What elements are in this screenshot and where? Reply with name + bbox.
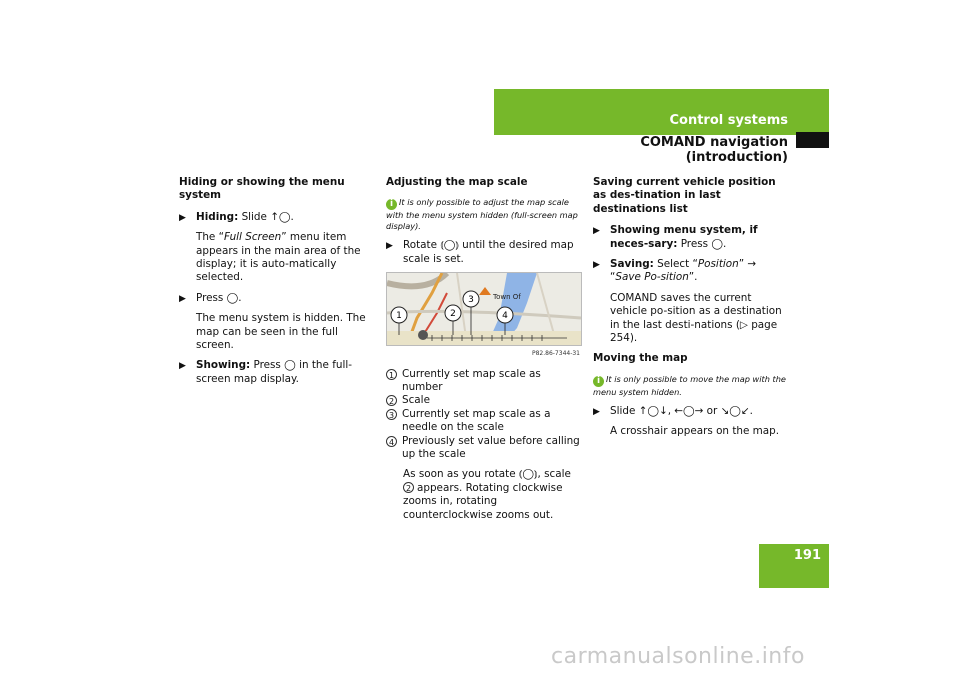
show-menu-label: Showing menu system, if neces-sary: <box>610 224 758 250</box>
fullscreen-term: Full Screen <box>224 231 282 244</box>
bullet-arrow-icon: ▶ <box>179 293 186 304</box>
hiding-text: Slide ↑◯. <box>241 210 294 223</box>
show-menu-text: Press ◯. <box>680 237 727 250</box>
slide-text: Slide ↑◯↓, ←◯→ or ↘◯↙. <box>610 404 753 417</box>
showing-text: Press ◯ in the full-screen map display. <box>196 359 352 385</box>
page-number: 191 <box>793 548 821 563</box>
bullet-press: ▶ Press ◯. <box>179 292 375 305</box>
map-town-label: Town Of <box>492 293 521 301</box>
saving-label: Saving: <box>610 258 654 271</box>
figure-id: P82.86-7344-31 <box>531 350 580 358</box>
callout-1 <box>390 306 408 324</box>
callout-4 <box>496 306 514 324</box>
map-scale-figure: 1 2 3 4 Town Of <box>386 272 582 347</box>
svg-text:1: 1 <box>396 311 402 321</box>
heading-map-scale: Adjusting the map scale <box>386 176 528 188</box>
bullet-saving: ▶ Saving: Select “Position” → “Save Po-s… <box>593 258 757 284</box>
rotate-text: Rotate ⦅◯⦆ until the desired map scale i… <box>403 239 574 265</box>
callout-3 <box>462 290 480 308</box>
bullet-arrow-icon: ▶ <box>179 212 186 223</box>
hidden-note: The menu system is hidden. The map can b… <box>196 312 366 352</box>
column-1: Hiding or showing the menu system ▶ Hidi… <box>179 176 375 386</box>
svg-text:3: 3 <box>468 295 474 305</box>
callout-number: 2 <box>386 395 397 407</box>
bullet-slide: ▶ Slide ↑◯↓, ←◯→ or ↘◯↙. <box>593 405 789 418</box>
bullet-showing: ▶ Showing: Press ◯ in the full-screen ma… <box>179 359 375 386</box>
comand-note: COMAND saves the current vehicle po-siti… <box>610 291 782 345</box>
callout-number: 2 <box>403 481 414 493</box>
heading-save-position: Saving current vehicle position as des-t… <box>593 176 776 215</box>
header-marker <box>796 132 829 148</box>
callout-2 <box>444 304 462 322</box>
section-header-bar: Control systems <box>494 89 829 135</box>
position-term: Position <box>697 258 739 271</box>
watermark: carmanualsonline.info <box>551 644 805 669</box>
page-number-box: 191 <box>759 544 829 588</box>
bullet-rotate: ▶ Rotate ⦅◯⦆ until the desired map scale… <box>386 239 582 266</box>
callout-number: 4 <box>386 435 397 447</box>
save-position-term: Save Po-sition <box>615 271 689 284</box>
callout-lines <box>398 307 506 336</box>
bullet-arrow-icon: ▶ <box>386 241 393 252</box>
press-text: Press ◯. <box>196 291 242 304</box>
column-3: Saving current vehicle position as des-t… <box>593 176 789 439</box>
info-icon: i <box>386 199 397 211</box>
bullet-arrow-icon: ▶ <box>179 361 186 372</box>
subsection-title: COMAND navigation (introduction) <box>640 135 788 165</box>
fullscreen-note: The “Full Screen” menu item appears in t… <box>196 231 361 284</box>
svg-text:2: 2 <box>450 309 456 319</box>
hiding-label: Hiding: <box>196 210 239 223</box>
crosshair-note: A crosshair appears on the map. <box>610 425 780 438</box>
svg-text:4: 4 <box>502 311 508 321</box>
callout-number: 1 <box>386 368 397 380</box>
section-title: Control systems <box>669 113 788 128</box>
bullet-arrow-icon: ▶ <box>593 406 600 417</box>
info-icon: i <box>593 375 604 387</box>
heading-hide-show: Hiding or showing the menu system <box>179 176 345 202</box>
bullet-show-menu: ▶ Showing menu system, if neces-sary: Pr… <box>593 224 789 251</box>
heading-moving-map: Moving the map <box>593 352 688 365</box>
map-illustration: 1 2 3 4 Town Of <box>387 273 581 346</box>
callout-number: 3 <box>386 408 397 420</box>
bullet-arrow-icon: ▶ <box>593 226 600 237</box>
showing-label: Showing: <box>196 359 251 372</box>
bullet-hiding: ▶ Hiding: Slide ↑◯. <box>179 211 375 224</box>
bullet-arrow-icon: ▶ <box>593 260 600 271</box>
